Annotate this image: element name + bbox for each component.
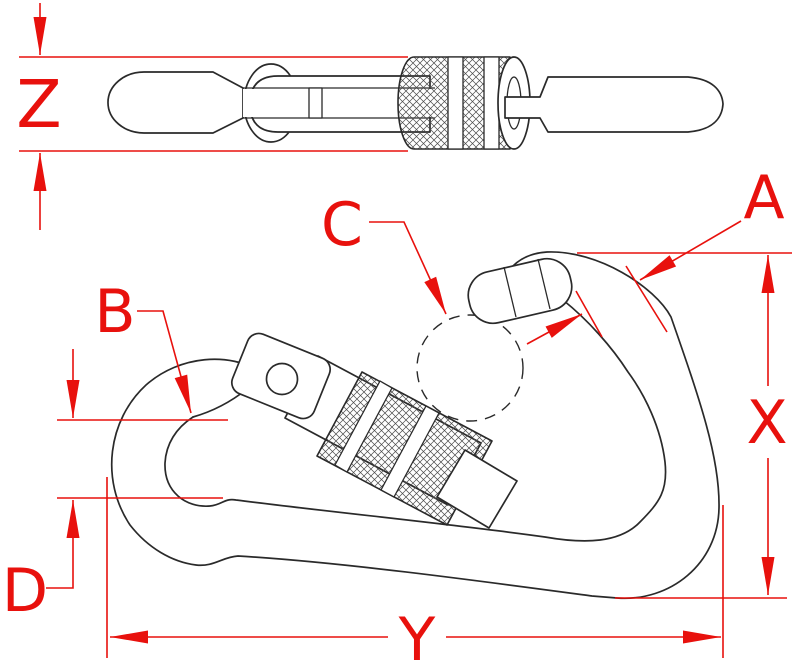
side-sleeve-band-2: [483, 56, 500, 150]
side-hook-end: [107, 71, 244, 134]
label-a: A: [743, 163, 784, 233]
gate-pivot-hole: [265, 362, 299, 396]
dimension-d: D: [2, 349, 228, 626]
dimension-c: C: [321, 190, 447, 315]
label-b: B: [94, 277, 135, 347]
side-spine-end: [504, 76, 724, 133]
side-view: [107, 56, 724, 150]
dimension-x: X: [577, 252, 792, 599]
sleeve-band-1: [334, 380, 393, 473]
carabiner-outer-edge: [110, 251, 720, 600]
label-c: C: [321, 190, 363, 260]
main-view: [110, 251, 720, 600]
side-sleeve-band-1: [447, 56, 464, 150]
carabiner-inner-edge: [164, 299, 667, 542]
phantom-circle: [416, 314, 524, 422]
label-x: X: [746, 388, 787, 458]
side-gate-pin: [308, 87, 323, 119]
dimension-z: Z: [16, 3, 408, 230]
label-y: Y: [398, 605, 436, 671]
dimension-a: A: [526, 163, 785, 345]
sleeve-band-2: [380, 405, 440, 498]
dimension-b: B: [94, 277, 192, 414]
label-z: Z: [16, 66, 61, 143]
dimension-y: Y: [106, 477, 724, 671]
nose-latch-block: [467, 257, 573, 325]
label-d: D: [2, 556, 48, 626]
gate-end-cap: [436, 449, 518, 529]
